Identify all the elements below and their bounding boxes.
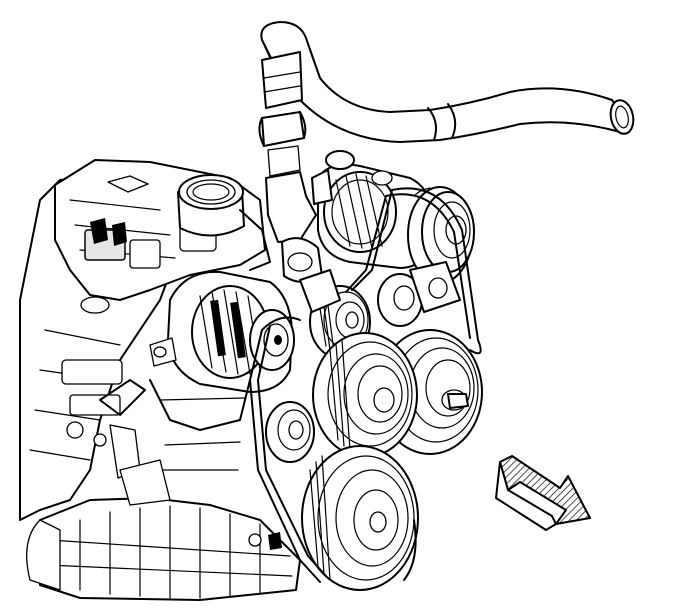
lower-idler-pulley — [265, 401, 315, 463]
oil-pan — [26, 497, 301, 601]
front-cover — [119, 379, 282, 550]
forward-direction-arrow-icon — [495, 455, 591, 531]
crankshaft-balancer — [301, 445, 419, 591]
drive-belt — [249, 187, 482, 583]
ac-compressor — [311, 150, 431, 269]
hose-clamp — [258, 111, 323, 283]
water-pump-pulley — [312, 332, 418, 458]
generator — [149, 270, 295, 393]
throttle-body — [177, 174, 271, 271]
belt-tensioner — [299, 261, 461, 327]
radiator-inlet-hose — [260, 21, 635, 143]
